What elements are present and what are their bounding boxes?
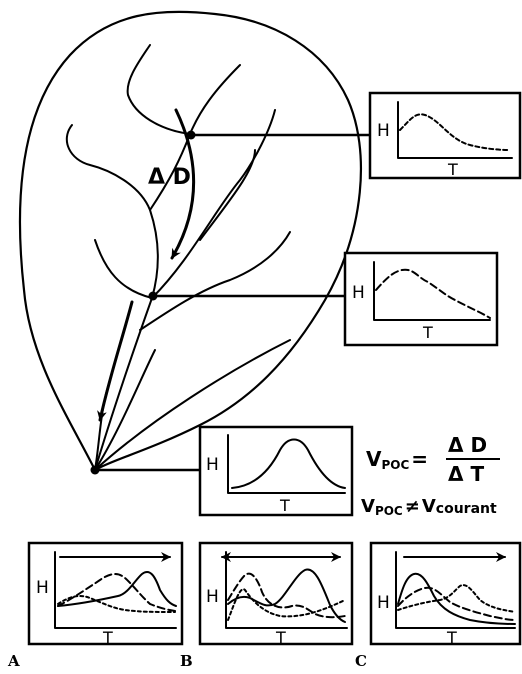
panel-b: H T B xyxy=(180,541,354,670)
hydrograph-upper: H T xyxy=(368,91,522,180)
axis-h-outlet: H xyxy=(206,455,219,475)
axis-h-c: H xyxy=(377,593,390,613)
svg-text:Δ T: Δ T xyxy=(448,462,484,486)
svg-text:Δ D: Δ D xyxy=(448,433,487,457)
panel-a: H T A xyxy=(7,541,184,670)
flow-arrow-upper xyxy=(170,108,195,260)
label-a: A xyxy=(7,652,20,670)
hydrograph-middle: H T xyxy=(343,251,499,347)
hydrograph-outlet: H T xyxy=(198,425,354,517)
axis-h-b: H xyxy=(206,587,219,607)
axis-t-outlet: T xyxy=(279,496,290,515)
axis-t-a: T xyxy=(102,628,113,647)
panel-c: H T C xyxy=(355,541,522,670)
watershed-outline xyxy=(18,10,363,472)
flow-arrow-lower xyxy=(97,300,134,422)
axis-t-middle: T xyxy=(422,323,433,342)
axis-t-upper: T xyxy=(447,160,458,179)
river-network xyxy=(65,44,291,471)
axis-h-a: H xyxy=(36,578,49,598)
axis-t-b: T xyxy=(275,628,286,647)
velocity-formula: VPOC= Δ D Δ T VPOC≠Vcourant xyxy=(361,433,500,518)
svg-text:VPOC=: VPOC= xyxy=(366,447,428,472)
axis-h-middle: H xyxy=(352,283,365,303)
label-b: B xyxy=(180,652,193,670)
delta-d-label: Δ D xyxy=(148,165,191,190)
label-c: C xyxy=(355,652,367,670)
axis-h-upper: H xyxy=(377,121,390,141)
axis-t-c: T xyxy=(446,628,457,647)
svg-text:VPOC≠Vcourant: VPOC≠Vcourant xyxy=(361,496,497,518)
